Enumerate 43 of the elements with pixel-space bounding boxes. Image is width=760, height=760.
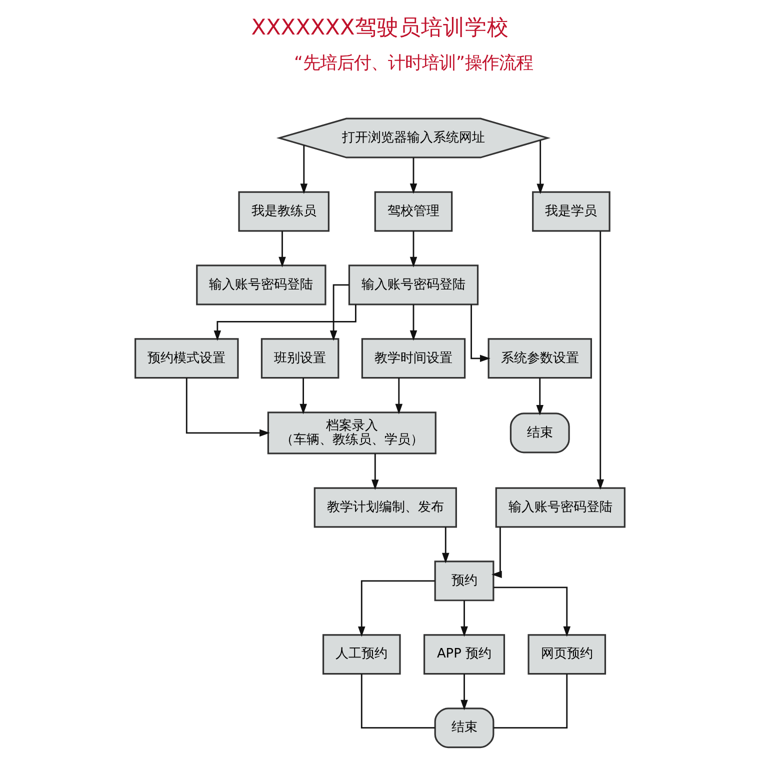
arrow xyxy=(330,284,349,341)
node-box: 输入账号密码登陆 xyxy=(196,264,326,306)
node-box: 结束 xyxy=(510,412,570,454)
node-box: 班别设置 xyxy=(260,338,340,379)
label: “先培后付、计时培训”操作流程 xyxy=(294,54,533,74)
node-box: 网页预约 xyxy=(528,634,606,675)
connector xyxy=(494,674,568,729)
arrow xyxy=(278,231,286,268)
node-box: 驾校管理 xyxy=(374,191,453,232)
arrow xyxy=(410,304,418,341)
node-box: 结束 xyxy=(434,708,494,748)
arrow xyxy=(460,600,468,637)
node-box: 系统参数设置 xyxy=(488,338,592,379)
arrow xyxy=(491,527,502,578)
arrow xyxy=(395,378,403,414)
node-box: 输入账号密码登陆 xyxy=(348,264,479,306)
arrow xyxy=(470,304,490,362)
arrow xyxy=(536,378,544,416)
arrow xyxy=(358,580,435,637)
node-box: 教学计划编制、发布 xyxy=(314,487,457,528)
diagram-title: XXXXXXX驾驶员培训学校 xyxy=(251,15,509,40)
arrow xyxy=(596,231,604,490)
arrow xyxy=(372,454,379,490)
arrow xyxy=(186,378,270,437)
arrow xyxy=(494,586,571,637)
arrow xyxy=(214,304,356,341)
arrow xyxy=(536,140,544,194)
node-box: 预约 xyxy=(434,560,494,602)
arrow xyxy=(460,674,468,710)
node-box: 人工预约 xyxy=(322,634,401,675)
node-box: APP 预约 xyxy=(423,634,506,675)
node-box: 我是教练员 xyxy=(238,191,330,232)
node-box: 输入账号密码登陆 xyxy=(495,487,626,528)
node-box: 档案录入 （车辆、教练员、学员） xyxy=(267,412,436,454)
node-box: 我是学员 xyxy=(532,191,610,232)
node-box: 预约模式设置 xyxy=(134,338,239,379)
arrow xyxy=(300,145,308,194)
connector xyxy=(360,674,435,729)
arrow xyxy=(300,378,307,414)
arrow xyxy=(410,158,418,194)
arrow xyxy=(442,527,450,564)
arrow xyxy=(410,231,418,268)
node-box: 教学时间设置 xyxy=(361,338,466,379)
